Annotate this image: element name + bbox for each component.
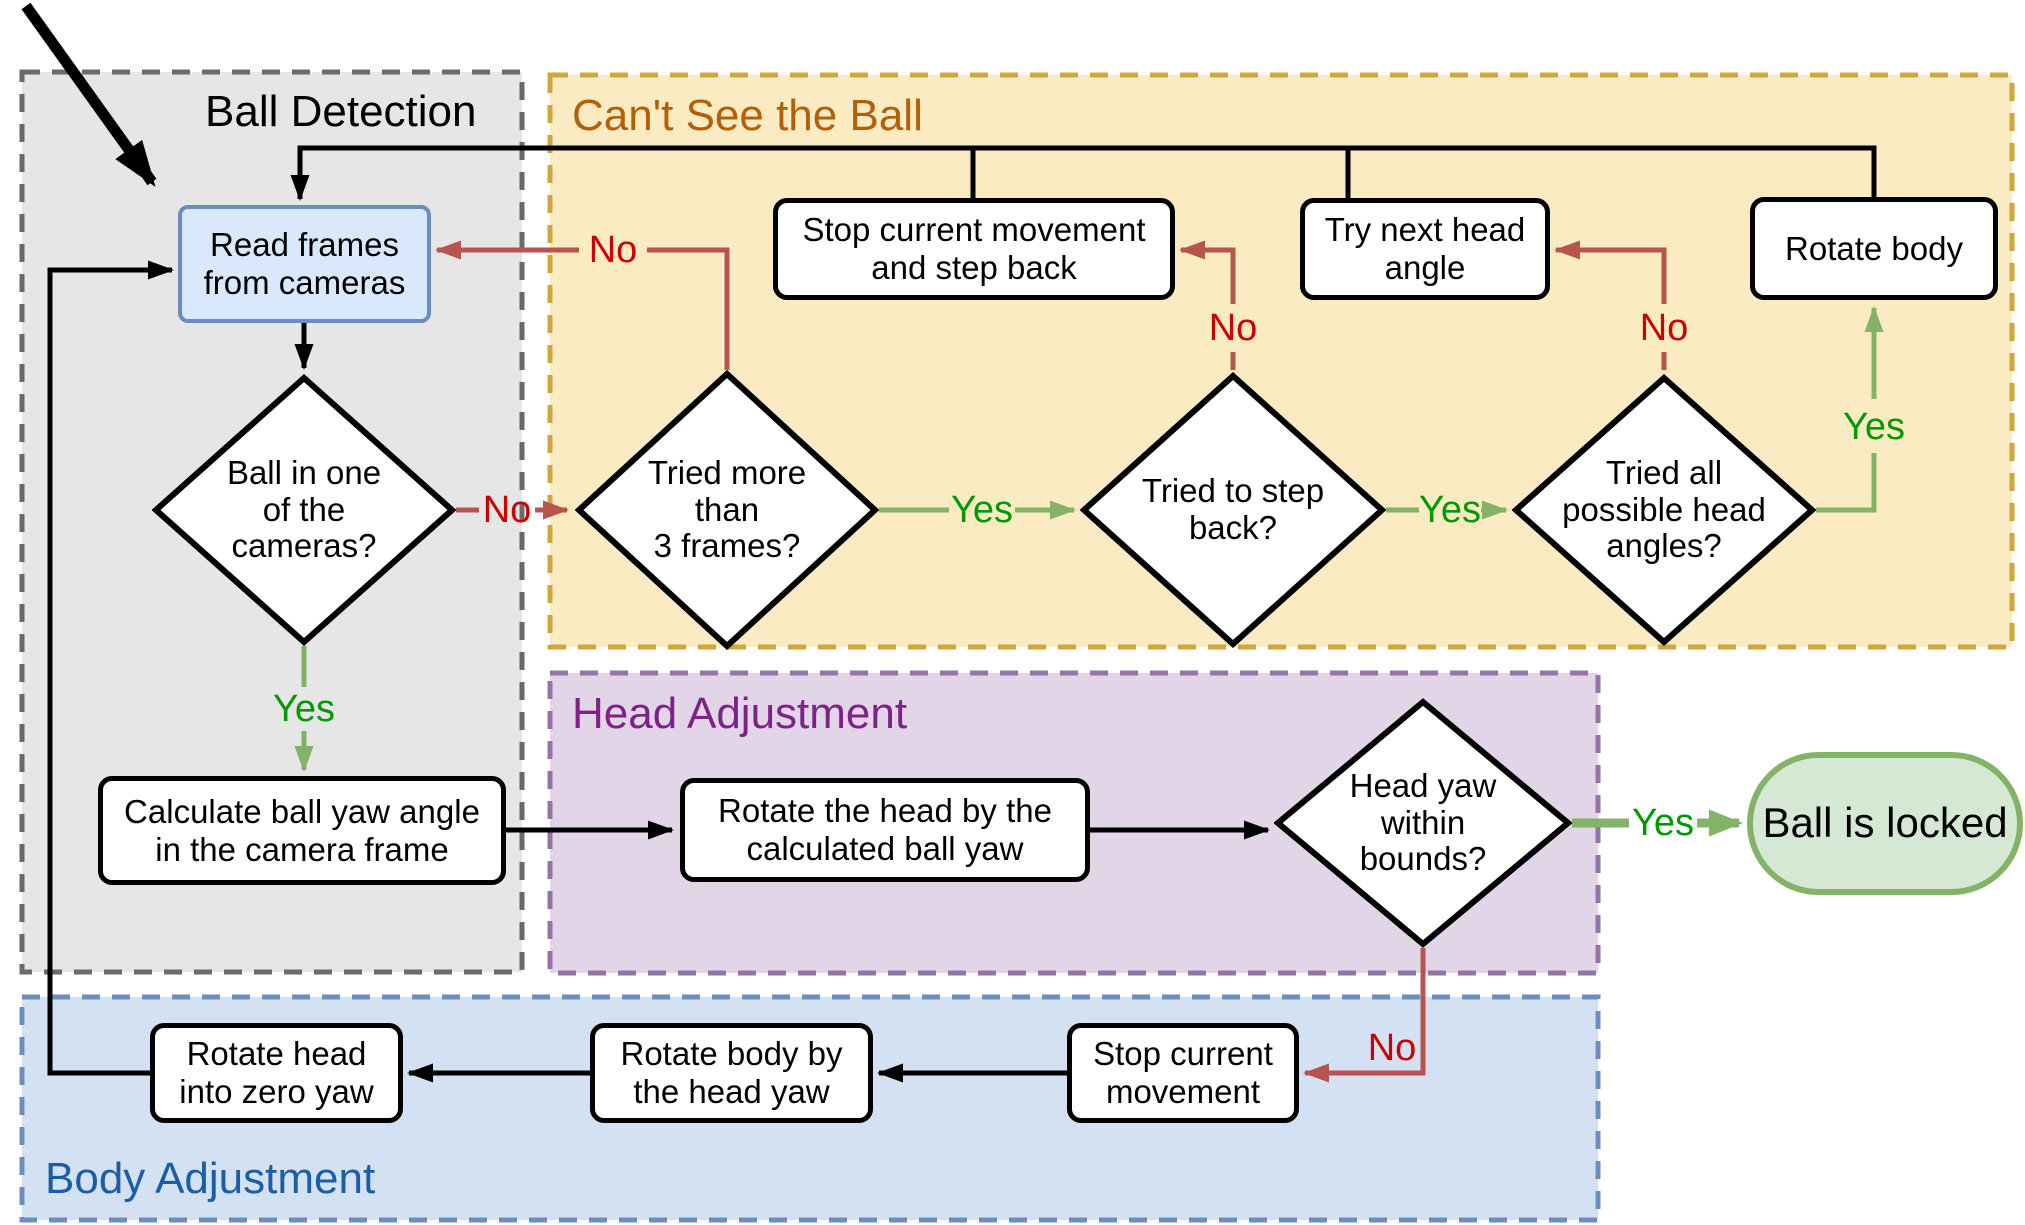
node-rotate-head-zero-yaw: Rotate head into zero yaw xyxy=(150,1023,403,1123)
region-title-head-adjustment: Head Adjustment xyxy=(572,689,908,738)
diamond-shape xyxy=(1512,374,1816,646)
node-ball-is-locked: Ball is locked xyxy=(1747,752,2023,895)
edge-triedall-no xyxy=(1556,250,1667,370)
diamond-shape xyxy=(575,370,879,650)
node-rotate-body: Rotate body xyxy=(1750,197,1998,300)
node-stop-current-movement: Stop current movement xyxy=(1067,1023,1299,1123)
decision-label: Tried to step back? xyxy=(1141,472,1325,546)
edge-label-ballcheck-yes: Yes xyxy=(273,688,335,730)
diamond-shape xyxy=(1274,698,1572,948)
decision-label: Head yaw within bounds? xyxy=(1349,766,1497,878)
diamond-shape xyxy=(152,374,456,646)
node-rotate-body-by-head-yaw: Rotate body by the head yaw xyxy=(590,1023,873,1123)
decision-label: Tried more than 3 frames? xyxy=(647,453,807,565)
edge-loop-back-to-readframes xyxy=(47,260,174,1076)
edge-entry-arrow xyxy=(21,2,157,187)
node-try-next-head-angle: Try next head angle xyxy=(1300,198,1550,300)
edge-tried3-no xyxy=(437,250,730,370)
edge-label-tried3-yes: Yes xyxy=(951,489,1013,531)
edge-label-ballcheck-no: No xyxy=(482,489,532,531)
node-rotate-head-by-yaw: Rotate the head by the calculated ball y… xyxy=(680,778,1090,882)
edge-label-triedstep-no: No xyxy=(1208,307,1258,349)
decision-tried-3-frames: Tried more than 3 frames? xyxy=(575,370,879,650)
decision-ball-in-cameras: Ball in one of the cameras? xyxy=(152,374,456,646)
edge-feedback-top-collector xyxy=(300,145,1877,199)
decision-label: Ball in one of the cameras? xyxy=(226,453,382,565)
decision-tried-step-back: Tried to step back? xyxy=(1080,372,1386,648)
region-title-ball-detection: Ball Detection xyxy=(205,87,477,136)
edge-label-triedall-yes: Yes xyxy=(1843,406,1905,448)
edge-label-headyaw-yes: Yes xyxy=(1632,802,1694,844)
node-calculate-ball-yaw: Calculate ball yaw angle in the camera f… xyxy=(98,776,506,885)
edge-label-tried3-no: No xyxy=(588,229,638,271)
node-stop-and-step-back: Stop current movement and step back xyxy=(773,198,1175,300)
region-title-cant-see-the-ball: Can't See the Ball xyxy=(572,91,923,140)
node-read-frames: Read frames from cameras xyxy=(178,205,431,323)
edge-label-triedall-no: No xyxy=(1639,307,1689,349)
diamond-shape xyxy=(1080,372,1386,648)
edge-headyaw-no xyxy=(1303,948,1426,1083)
edge-triedall-yes xyxy=(1816,308,1874,513)
edge-label-triedstep-yes: Yes xyxy=(1419,489,1481,531)
region-title-body-adjustment: Body Adjustment xyxy=(45,1154,376,1203)
decision-tried-all-angles: Tried all possible head angles? xyxy=(1512,374,1816,646)
edge-label-headyaw-no: No xyxy=(1367,1027,1417,1069)
edge-triedstep-no xyxy=(1181,250,1236,370)
decision-head-yaw-bounds: Head yaw within bounds? xyxy=(1274,698,1572,948)
decision-label: Tried all possible head angles? xyxy=(1562,453,1766,565)
